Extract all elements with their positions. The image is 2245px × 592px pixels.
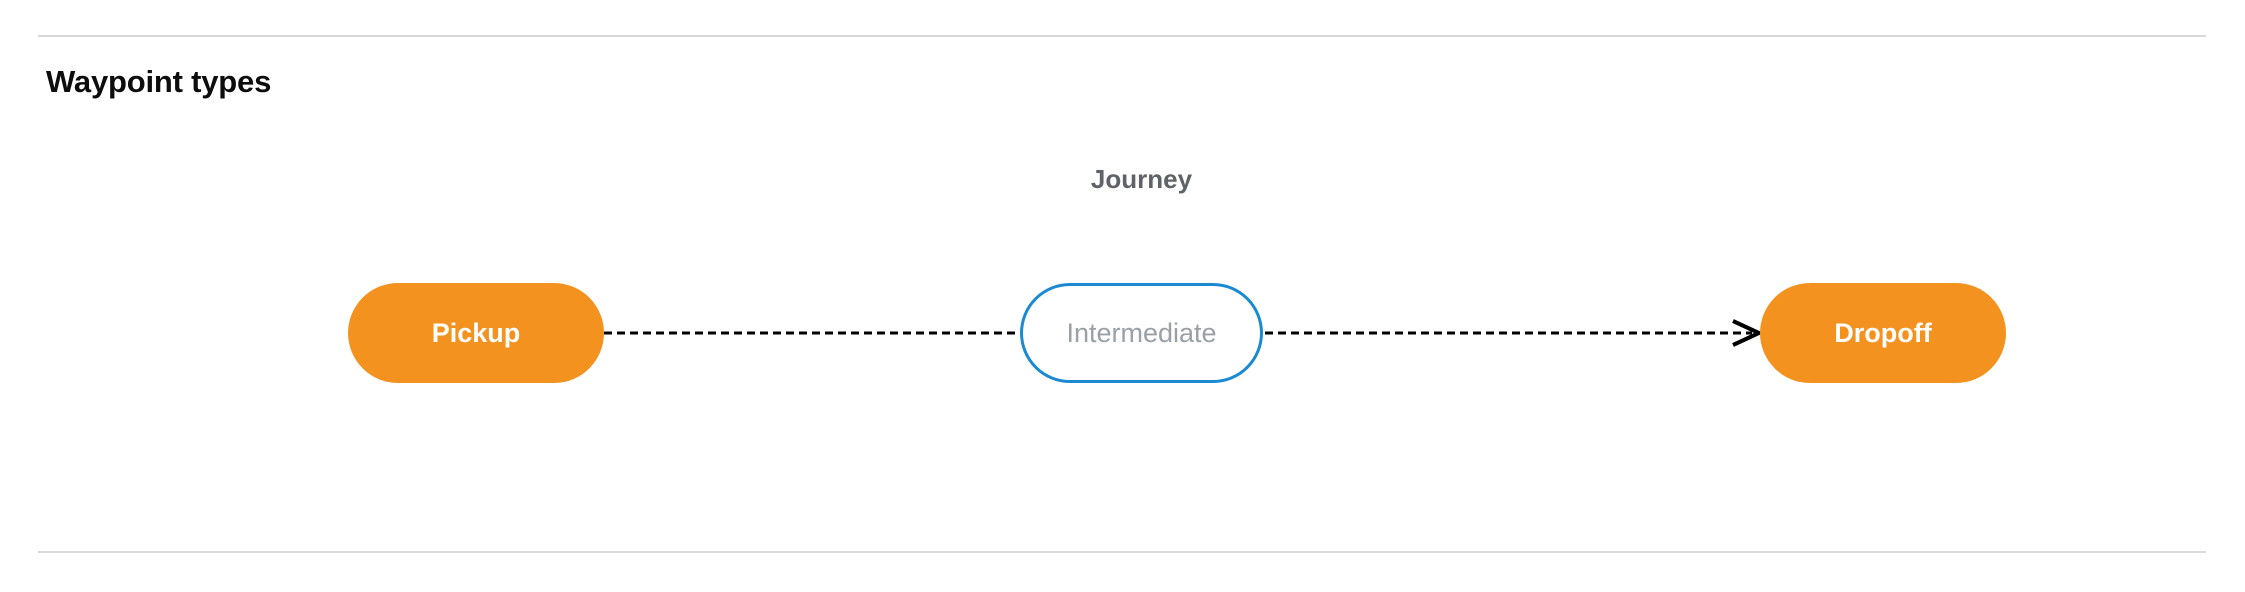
section-divider-top: [38, 35, 2206, 37]
node-intermediate[interactable]: Intermediate: [1020, 283, 1263, 383]
node-pickup-label: Pickup: [431, 318, 521, 348]
edge-intermediate-to-dropoff: [1265, 319, 1764, 347]
node-pickup[interactable]: Pickup: [348, 283, 604, 383]
section-divider-bottom: [38, 551, 2206, 553]
node-dropoff[interactable]: Dropoff: [1760, 283, 2006, 383]
node-dropoff-label: Dropoff: [1834, 318, 1932, 348]
arrowhead-icon: [1732, 319, 1764, 347]
journey-group-label: Journey: [1090, 164, 1193, 194]
node-intermediate-label: Intermediate: [1066, 318, 1217, 348]
page-title: Waypoint types: [46, 64, 272, 99]
